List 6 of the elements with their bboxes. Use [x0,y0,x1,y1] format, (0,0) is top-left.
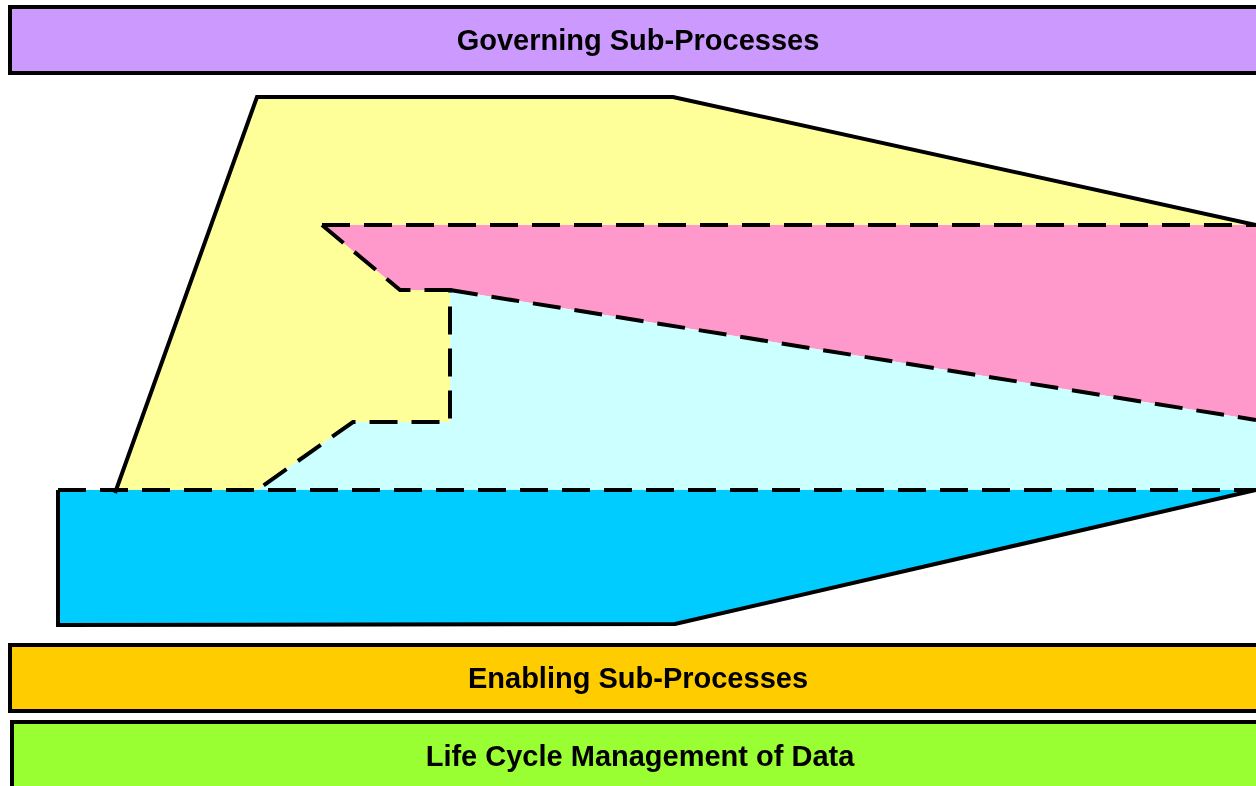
band-title: Governing Sub-Processes [456,23,820,57]
process-band [8,643,1256,713]
process-band [8,5,1256,75]
process-band [10,720,1256,786]
band-title: Enabling Sub-Processes [467,661,808,695]
band-title: Life Cycle Management of Data [425,739,855,773]
